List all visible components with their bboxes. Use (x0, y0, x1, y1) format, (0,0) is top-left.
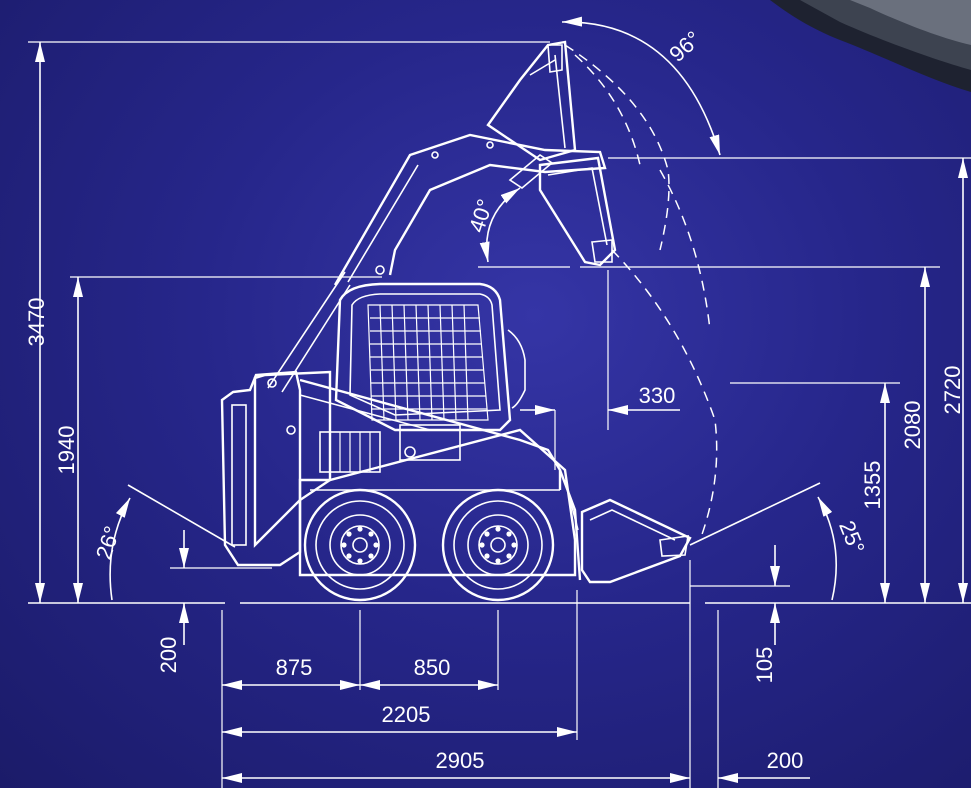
angle-approach: 25° (689, 482, 870, 601)
dim-bucket-offset: 200 (718, 748, 810, 783)
engine-detail (319, 424, 461, 473)
dim-length-with-bucket: 2905 (222, 748, 690, 783)
label-hinge-pin-height: 2720 (940, 366, 965, 415)
corner-decoration (770, 0, 971, 92)
label-dump-reach: 330 (639, 383, 676, 408)
dim-length-no-bucket: 2205 (222, 702, 577, 737)
extension-lines (28, 41, 971, 788)
bucket-lowered (580, 498, 692, 584)
dim-dump-reach: 330 (520, 383, 680, 415)
bucket-dump (538, 156, 617, 267)
dim-dump-reach-height: 1355 (860, 383, 890, 603)
label-rollback-angle: 96° (664, 26, 705, 67)
label-bucket-drop: 105 (752, 647, 777, 684)
bucket-swing-arcs (564, 44, 718, 541)
label-dump-angle: 40° (464, 196, 498, 235)
dim-hinge-pin-height: 2720 (940, 158, 968, 603)
label-approach-angle: 25° (834, 517, 870, 557)
label-bucket-offset: 200 (767, 748, 804, 773)
dim-wheelbase-front: 850 (360, 655, 498, 690)
dim-dump-height: 2080 (900, 267, 930, 603)
label-dump-reach-height: 1355 (860, 461, 885, 510)
dim-pivot-height: 1940 (54, 277, 83, 603)
angle-rollback: 96° (561, 16, 721, 156)
dim-wheelbase-rear: 875 (222, 655, 360, 690)
label-wheelbase-rear: 875 (276, 655, 313, 680)
label-pivot-height: 1940 (54, 426, 79, 475)
label-wheelbase-front: 850 (414, 655, 451, 680)
angle-dump: 40° (464, 187, 521, 263)
rear-wheel (303, 488, 417, 602)
angle-departure: 26° (91, 484, 236, 601)
cab-cage-grid (367, 304, 489, 421)
label-length-no-bucket: 2205 (382, 702, 431, 727)
front-wheel (441, 488, 555, 602)
label-overall-height: 3470 (24, 298, 49, 347)
dim-ground-clearance: 200 (156, 530, 189, 674)
label-length-with-bucket: 2905 (436, 748, 485, 773)
dim-overall-height: 3470 (24, 42, 49, 603)
dim-bucket-drop: 105 (752, 545, 780, 684)
label-dump-height: 2080 (900, 401, 925, 450)
label-departure-angle: 26° (91, 523, 125, 562)
label-ground-clearance: 200 (156, 637, 181, 674)
